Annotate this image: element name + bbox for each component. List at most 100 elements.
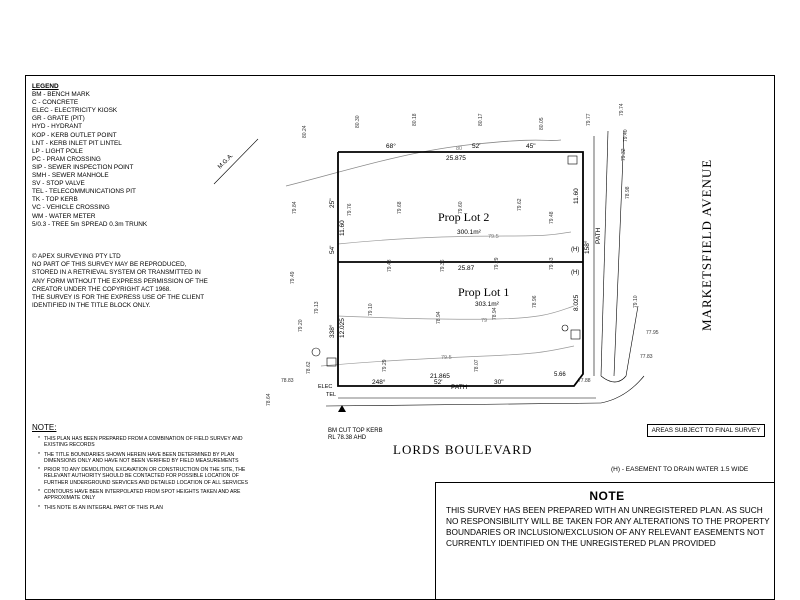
legend-item: BM - BENCH MARK <box>32 91 90 99</box>
copyright-line: THE SURVEY IS FOR THE EXPRESS USE OF THE… <box>32 294 205 302</box>
bm-line2: RL 78.38 AHD <box>328 435 367 441</box>
street-name-bottom: LORDS BOULEVARD <box>393 442 533 457</box>
path-label-bottom: PATH <box>451 384 468 391</box>
kerb-curve <box>600 375 645 404</box>
copyright-line: IDENTIFIED IN THE TITLE BLOCK ONLY. <box>32 302 151 310</box>
spot-level: 80.24 <box>302 125 308 138</box>
easement-note: (H) - EASEMENT TO DRAIN WATER 1.5 WIDE <box>611 466 749 473</box>
bearing: 45" <box>526 143 536 150</box>
north-label: M.G.A. <box>217 153 235 171</box>
notes-block: NOTE: THIS PLAN HAS BEEN PREPARED FROM A… <box>32 423 262 514</box>
spot-level: 79.48 <box>549 211 555 224</box>
disclaimer-body: THIS SURVEY HAS BEEN PREPARED WITH AN UN… <box>436 503 774 549</box>
legend-item: VC - VEHICLE CROSSING <box>32 204 110 212</box>
contour-label: 79 <box>481 318 487 324</box>
kerb-line <box>325 402 602 407</box>
dim-left-upper: 11.60 <box>339 220 346 236</box>
spot-level: 77.88 <box>578 378 591 384</box>
copyright-line: STORED IN A RETRIEVAL SYSTEM OR TRANSMIT… <box>32 269 201 277</box>
contour-label: 79.5 <box>441 355 452 361</box>
note-item: CONTOURS HAVE BEEN INTERPOLATED FROM SPO… <box>38 489 262 502</box>
disclaimer-box: NOTE THIS SURVEY HAS BEEN PREPARED WITH … <box>435 482 774 599</box>
bearing: 338° <box>328 324 336 338</box>
disclaimer-line: THIS SURVEY HAS BEEN PREPARED WITH AN UN… <box>446 505 763 515</box>
spot-level: 78.62 <box>306 361 312 374</box>
grate-icon <box>570 329 581 340</box>
dim-bottom: 21.865 <box>430 373 450 380</box>
footpath-line <box>600 130 609 377</box>
easement-mark: (H) <box>571 247 579 253</box>
disclaimer-line: NO RESPONSIBILITY WILL BE TAKEN FOR ANY … <box>446 516 770 526</box>
legend-item: SIP - SEWER INSPECTION POINT <box>32 163 134 171</box>
legend-item: SMH - SEWER MANHOLE <box>32 172 109 180</box>
legend-item: TEL - TELECOMMUNICATIONS PIT <box>32 188 136 196</box>
spot-level: 80.18 <box>412 113 418 126</box>
contour-label: 80 <box>456 146 462 152</box>
dim-middle: 25.87 <box>458 265 475 272</box>
bearing: 158° <box>583 240 591 254</box>
legend-item: GR - GRATE (PIT) <box>32 115 85 123</box>
disclaimer-title: NOTE <box>589 489 625 503</box>
legend: LEGEND BM - BENCH MARK C - CONCRETE ELEC… <box>32 83 147 229</box>
north-arrow <box>213 138 259 185</box>
spot-level: 78.96 <box>532 295 538 308</box>
spot-level: 78.07 <box>474 359 480 372</box>
chamfer-dim: 5.66 <box>554 372 566 378</box>
street-name-right: MARKETSFIELD AVENUE <box>699 158 714 331</box>
note-item: PRIOR TO ANY DEMOLITION, EXCAVATION OR C… <box>38 467 262 486</box>
spot-level: 80.17 <box>478 113 484 126</box>
legend-item: SV - STOP VALVE <box>32 180 85 188</box>
contour-line <box>337 305 575 320</box>
note-item: THIS PLAN HAS BEEN PREPARED FROM A COMBI… <box>38 436 262 449</box>
legend-item: KOP - KERB OUTLET POINT <box>32 131 117 139</box>
spot-levels: 80.24 80.30 80.18 80.17 80.05 79.77 79.7… <box>266 103 659 406</box>
bench-mark-icon <box>338 405 346 412</box>
spot-level: 79.68 <box>397 201 403 214</box>
bearing: 54' <box>329 246 336 254</box>
legend-item: LP - LIGHT POLE <box>32 147 83 155</box>
dim-left-lower: 12.025 <box>339 318 346 338</box>
notes-list: THIS PLAN HAS BEEN PREPARED FROM A COMBI… <box>32 436 262 511</box>
spot-level: 79.10 <box>368 303 374 316</box>
spot-level: 77.83 <box>640 354 653 360</box>
dim-right-upper: 11.60 <box>573 188 580 204</box>
path-label: PATH <box>595 227 602 244</box>
disclaimer-line: BOUNDARIES OR INCLUSION/EXCLUSION OF ANY… <box>446 527 765 537</box>
copyright-line: ANY FORM WITHOUT THE EXPRESS PERMISSION … <box>32 277 208 285</box>
spot-level: 78.64 <box>266 393 272 406</box>
spot-level: 79.62 <box>517 198 523 211</box>
spot-level: 79.43 <box>387 259 393 272</box>
contour-line <box>285 139 562 187</box>
lot2-area: 300.1m² <box>457 229 481 236</box>
legend-item: 5/0.3 - TREE 5m SPREAD 0.3m TRUNK <box>32 220 148 228</box>
copyright-line: NO PART OF THIS SURVEY MAY BE REPRODUCED… <box>32 261 187 269</box>
legend-item: WM - WATER METER <box>32 212 96 220</box>
spot-level: 78.94 <box>492 307 498 320</box>
spot-level: 79.29 <box>494 257 500 270</box>
kerb-curve <box>600 305 639 383</box>
spot-level: 79.32 <box>621 148 627 161</box>
disclaimer-line: CURRENTLY IDENTIFIED ON THE UNREGISTERED… <box>446 538 716 548</box>
spot-level: 79.40 <box>623 129 629 142</box>
legend-item: C - CONCRETE <box>32 99 79 107</box>
spot-level: 79.29 <box>382 359 388 372</box>
bearing: 30" <box>494 379 504 386</box>
note-item: THIS NOTE IS AN INTEGRAL PART OF THIS PL… <box>38 505 262 512</box>
bearing: 52' <box>472 143 480 150</box>
legend-item: PC - PRAM CROSSING <box>32 155 101 163</box>
spot-level: 79.13 <box>314 301 320 314</box>
spot-level: 78.94 <box>436 311 442 324</box>
dim-right-lower: 8.025 <box>573 294 580 311</box>
bearing: 52' <box>434 379 442 386</box>
lot1-name: Prop Lot 1 <box>458 285 510 299</box>
lot-boundary <box>337 151 584 387</box>
spot-level: 79.49 <box>290 271 296 284</box>
spot-level: 78.83 <box>281 378 294 384</box>
bm-line1: BM CUT TOP KERB <box>328 428 383 434</box>
legend-item: TK - TOP KERB <box>32 196 78 204</box>
spot-level: 79.84 <box>292 201 298 214</box>
lot1-area: 303.1m² <box>475 301 499 308</box>
spot-level: 79.20 <box>298 319 304 332</box>
spot-level: 77.95 <box>646 330 659 336</box>
copyright-line: © APEX SURVEYING PTY LTD <box>32 253 121 260</box>
